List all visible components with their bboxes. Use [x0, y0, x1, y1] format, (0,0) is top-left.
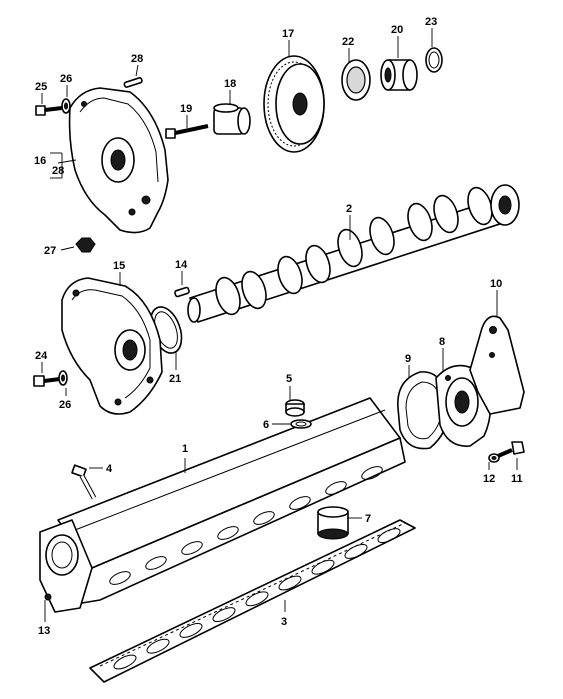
callout-26-upper: 26: [60, 73, 72, 85]
callout-19: 19: [180, 103, 192, 115]
housing-port: [253, 511, 275, 525]
housing-port: [145, 556, 167, 570]
pin-part-28: [123, 77, 143, 88]
bolt-part-24: [33, 375, 61, 387]
callout-7: 7: [365, 513, 371, 525]
callout-12: 12: [483, 473, 495, 485]
bolt-part-11: [497, 441, 525, 458]
callout-25: 25: [35, 81, 47, 93]
callout-26-lower: 26: [59, 399, 71, 411]
washer-part-26-upper: [61, 98, 71, 114]
callout-16: 16: [34, 155, 46, 167]
callout-3: 3: [281, 616, 287, 628]
bushing-part-20: [380, 59, 418, 91]
front-cover-part-15: [61, 277, 163, 415]
callout-9: 9: [405, 353, 411, 365]
callout-27: 27: [44, 245, 56, 257]
housing-port: [325, 481, 347, 495]
bolt-part-4: [71, 464, 97, 500]
gasket-opening: [113, 654, 137, 670]
key-part-14: [174, 286, 190, 298]
housing-port: [289, 496, 311, 510]
cam-lobe: [305, 244, 331, 284]
seal-ring-part-22: [341, 59, 371, 101]
callout-14: 14: [175, 259, 188, 271]
plug-part-5: [285, 399, 305, 417]
gasket-opening: [212, 607, 236, 623]
leader-lines: [41, 28, 518, 622]
washer-part-6: [290, 419, 312, 429]
gasket-opening: [377, 528, 401, 544]
bolt-part-25: [35, 105, 63, 116]
rear-cover-part-16: [68, 87, 169, 234]
washer-part-26-lower: [58, 370, 68, 386]
cam-lobe: [277, 255, 303, 295]
cam-lobe: [433, 194, 459, 234]
housing-port: [109, 571, 131, 585]
callout-21: 21: [169, 373, 181, 385]
callout-11: 11: [511, 473, 523, 485]
sleeve-part-18: [213, 103, 251, 135]
callout-15: 15: [113, 260, 125, 272]
callout-13: 13: [38, 625, 50, 637]
callout-labels: 1 2 3 4 5 6 7 8 9 10 11 12 13 14 15 16 2…: [34, 16, 523, 637]
gasket-opening: [245, 591, 269, 607]
gasket-opening: [344, 543, 368, 559]
camshaft-part-2: [187, 184, 520, 323]
camshaft-housing-part-1: [39, 397, 406, 613]
callout-18: 18: [224, 78, 236, 90]
housing-port: [361, 466, 383, 480]
callout-22: 22: [342, 36, 354, 48]
gear-part-17: [263, 55, 325, 153]
cover-plate-part-10: [469, 315, 525, 415]
cam-lobe: [241, 270, 267, 310]
callout-17: 17: [282, 28, 294, 40]
cam-lobe: [215, 276, 241, 316]
gasket-part-3: [89, 519, 416, 683]
callout-28: 28: [131, 53, 143, 65]
gasket-opening: [278, 575, 302, 591]
housing-port: [217, 526, 239, 540]
gasket-opening: [146, 638, 170, 654]
housing-port: [181, 541, 203, 555]
callout-1: 1: [182, 443, 188, 455]
cam-lobe: [407, 202, 433, 242]
callout-23: 23: [425, 16, 437, 28]
gasket-opening: [311, 559, 335, 575]
gasket-opening: [179, 622, 203, 638]
bolt-part-19: [165, 124, 209, 139]
callout-6: 6: [263, 419, 269, 431]
callout-24: 24: [35, 350, 48, 362]
cam-lobe: [369, 216, 395, 256]
nut-part-27: [75, 237, 96, 253]
callout-8: 8: [439, 336, 445, 348]
callout-5: 5: [286, 373, 292, 385]
callout-2: 2: [346, 203, 352, 215]
callout-10: 10: [490, 278, 502, 290]
cam-lobe: [337, 228, 363, 268]
washer-part-12: [488, 453, 500, 463]
bushing-part-7: [317, 506, 349, 540]
callout-4: 4: [106, 463, 113, 475]
ring-part-23: [425, 47, 443, 73]
callout-20: 20: [391, 24, 403, 36]
callout-16-28: 28: [52, 165, 64, 177]
